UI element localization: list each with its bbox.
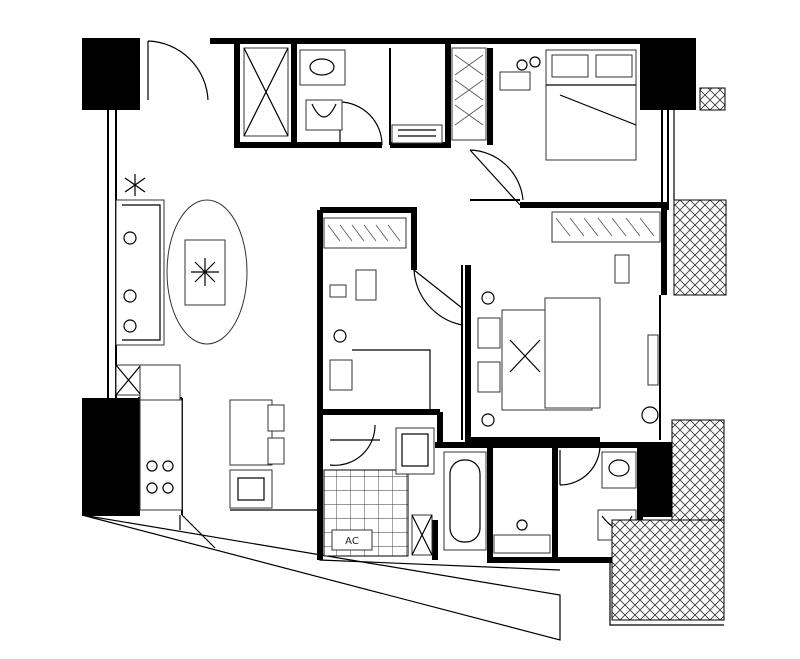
wardrobes — [323, 47, 661, 249]
plant-icon — [191, 258, 219, 286]
sink — [299, 49, 346, 86]
structural-columns — [82, 38, 696, 517]
doors — [147, 40, 601, 549]
balconies — [609, 87, 727, 626]
plant-icon — [641, 406, 659, 424]
stove-icon — [146, 460, 174, 494]
toilet-icon — [305, 99, 343, 131]
second-bedroom — [477, 254, 659, 427]
plant-icon — [124, 174, 146, 196]
bathroom-master — [443, 451, 637, 554]
svg-text:AC: AC — [345, 536, 359, 547]
master-bedroom — [499, 49, 637, 161]
kitchen — [115, 364, 183, 511]
sink — [601, 451, 637, 489]
dining — [229, 399, 320, 511]
living-room — [115, 174, 248, 346]
ac-unit — [331, 529, 373, 551]
bathroom-north — [243, 47, 443, 144]
sink — [229, 469, 273, 509]
laundry: AC — [323, 427, 435, 557]
sofa — [115, 199, 165, 346]
study — [329, 269, 431, 412]
